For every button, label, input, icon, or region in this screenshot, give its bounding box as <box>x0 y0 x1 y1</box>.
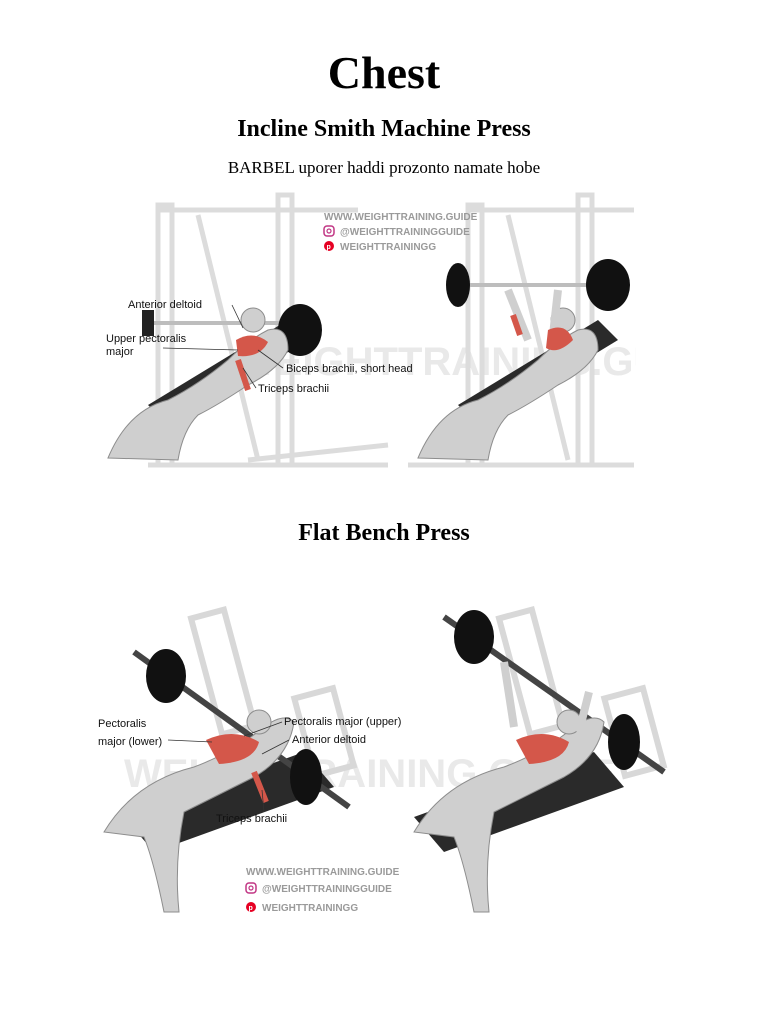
flat-press-svg: WEIGHTTRAINING.GUIDE <box>98 605 668 914</box>
label-biceps-short-head: Biceps brachii, short head <box>286 363 413 375</box>
plate-left-near <box>146 649 186 703</box>
watermark-pinterest: WEIGHTTRAININGG <box>262 903 358 914</box>
label-anterior-deltoid: Anterior deltoid <box>128 299 202 311</box>
lifter-right-arm-1 <box>500 661 518 728</box>
leader-lines <box>162 304 284 389</box>
label-anterior-deltoid: Anterior deltoid <box>292 734 366 746</box>
watermark-site: WWW.WEIGHTTRAINING.GUIDE <box>246 867 400 878</box>
highlight-arm-left <box>235 359 251 391</box>
lifter-right-body <box>417 328 599 461</box>
lifter-right-bar-raised <box>417 259 630 461</box>
lifter-right-arm-2 <box>549 289 562 336</box>
section-heading-flat-bench-press: Flat Bench Press <box>298 520 470 546</box>
plate-right-large <box>586 259 630 311</box>
plate-right-small <box>446 263 470 307</box>
label-triceps: Triceps brachii <box>216 813 287 825</box>
watermark-instagram: @WEIGHTTRAININGGUIDE <box>262 884 392 895</box>
lifter-left-body <box>107 328 289 461</box>
label-upper-pectoralis-1: Upper pectoralis <box>106 333 187 345</box>
plate-left-far <box>290 749 322 805</box>
highlight-chest-right <box>546 327 573 351</box>
highlight-chest-right <box>516 733 569 764</box>
lifter-left-bar-lowered <box>107 304 322 461</box>
section-caption: BARBEL uporer haddi prozonto namate hobe <box>227 158 541 177</box>
pinterest-icon: p <box>246 902 256 912</box>
plate-right-far <box>608 714 640 770</box>
watermark-instagram: @WEIGHTTRAININGGUIDE <box>340 227 470 238</box>
instagram-icon <box>323 225 335 237</box>
highlight-arm-right <box>510 314 523 336</box>
svg-text:p: p <box>249 905 253 912</box>
label-pectoralis-lower-2: major (lower) <box>98 736 162 748</box>
lifter-left-head <box>240 307 266 333</box>
lifter-right-body <box>413 717 605 913</box>
svg-text:p: p <box>327 244 331 251</box>
pinterest-icon: p <box>324 241 334 251</box>
plate-left-large <box>278 304 322 356</box>
lifter-right-arm-1 <box>504 288 532 342</box>
section-heading-incline-smith-press: Incline Smith Machine Press <box>237 116 531 142</box>
label-pectoralis-upper: Pectoralis major (upper) <box>284 716 401 728</box>
highlight-chest-left <box>206 733 259 764</box>
watermark-pinterest: WEIGHTTRAININGG <box>340 242 436 253</box>
instagram-icon <box>245 882 257 894</box>
incline-press-svg: WEIGHTTRAINING.GUIDE <box>106 192 729 468</box>
plate-right-near <box>454 610 494 664</box>
watermark-site: WWW.WEIGHTTRAINING.GUIDE <box>324 212 478 223</box>
leader-lines <box>167 721 290 813</box>
incline-smith-press-illustration: WEIGHTTRAINING.GUIDE <box>88 190 729 502</box>
label-pectoralis-lower-1: Pectoralis <box>98 718 147 730</box>
label-upper-pectoralis-2: major <box>106 346 134 358</box>
lifter-right-arm-2 <box>575 691 593 733</box>
label-triceps: Triceps brachii <box>258 383 329 395</box>
lifter-left-body <box>103 717 295 913</box>
lifter-left-bar-lowered <box>103 649 351 913</box>
page-title: Chest <box>327 47 441 98</box>
lifter-right-bar-raised <box>413 610 666 913</box>
highlight-triceps-left <box>251 770 269 804</box>
flat-bench-press-illustration: WEIGHTTRAINING.GUIDE <box>94 562 684 958</box>
plate-left-small <box>142 310 154 336</box>
